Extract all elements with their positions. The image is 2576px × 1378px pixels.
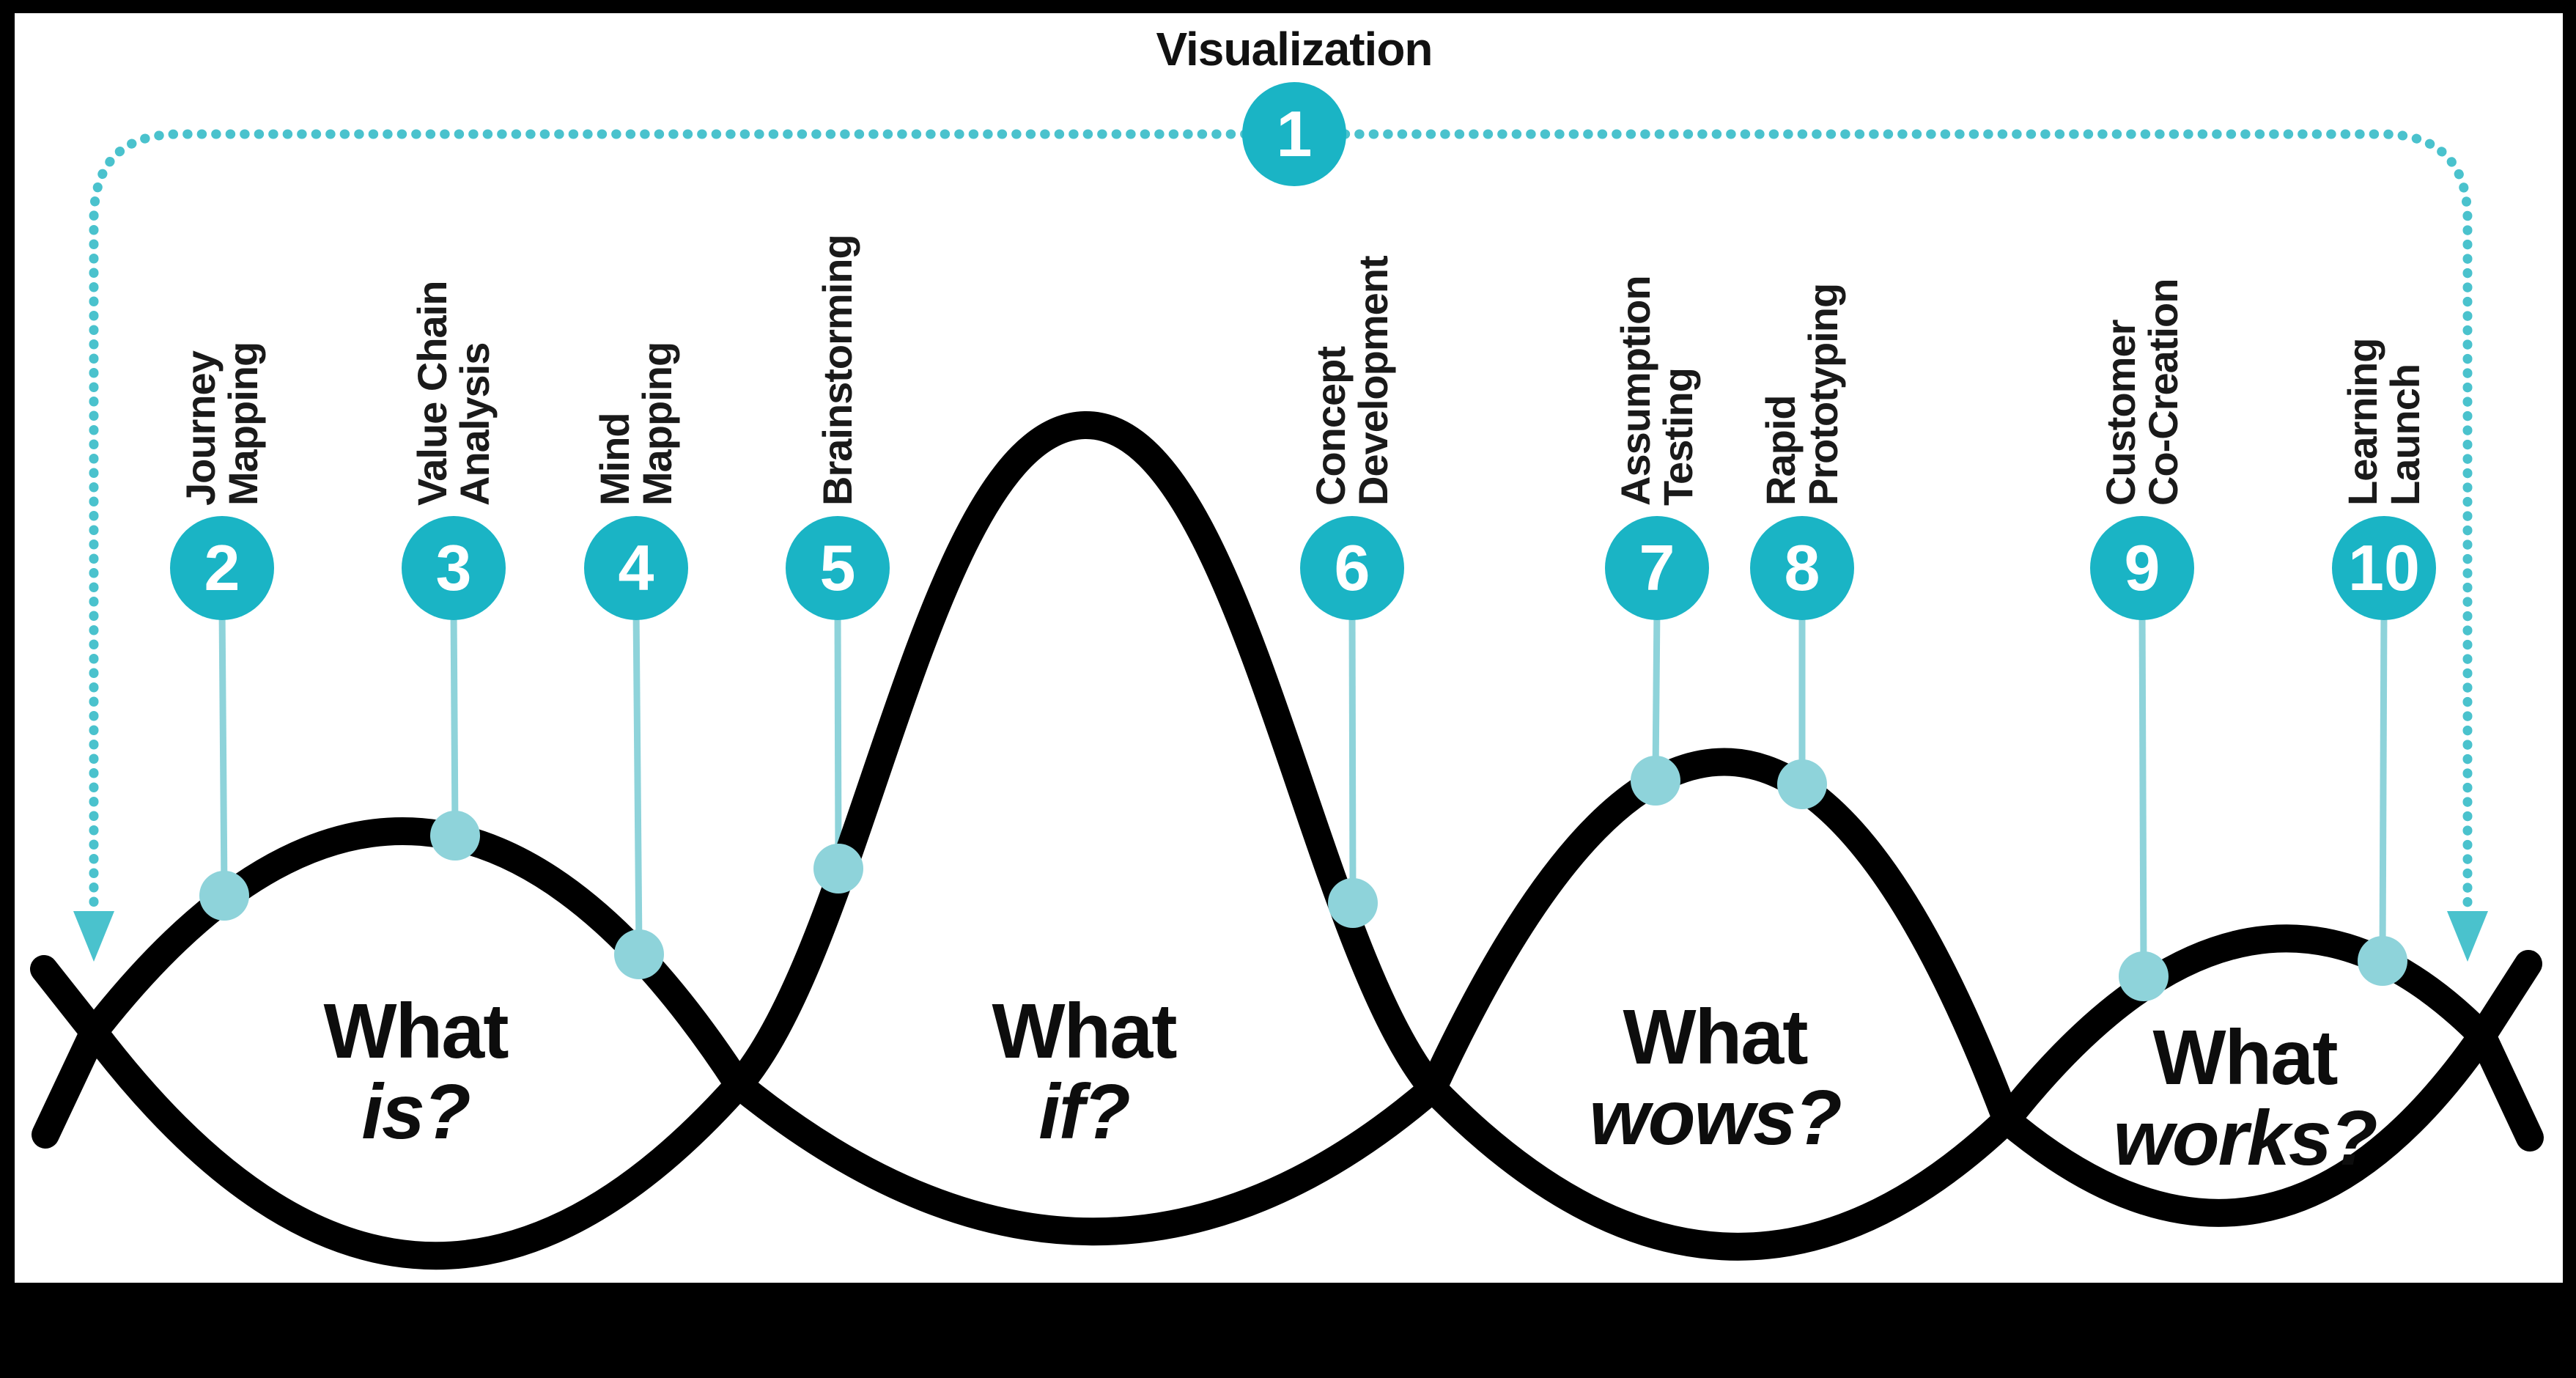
- step-number-2: 2: [204, 531, 240, 604]
- step-number-1: 1: [1276, 97, 1313, 170]
- curve-dot-4: [614, 929, 664, 979]
- step-circle-5: 5: [786, 516, 890, 620]
- step-circle-2: 2: [170, 516, 274, 620]
- visualization-label: Visualization: [1156, 23, 1433, 75]
- frame-bottom: [0, 1283, 2576, 1378]
- step-number-4: 4: [618, 531, 654, 604]
- step-number-7: 7: [1639, 531, 1675, 604]
- step-number-10: 10: [2348, 531, 2420, 604]
- step-circle-8: 8: [1750, 516, 1854, 620]
- connector-10: [2379, 608, 2388, 957]
- step-number-8: 8: [1784, 531, 1820, 604]
- arrowhead-right-icon: [2447, 911, 2488, 962]
- connector-9: [2138, 608, 2147, 972]
- step-circle-10: 10: [2332, 516, 2436, 620]
- step-circle-3: 3: [402, 516, 506, 620]
- step-circle-9: 9: [2090, 516, 2194, 620]
- curve-dot-2: [199, 871, 249, 921]
- curve-dot-7: [1631, 756, 1680, 806]
- step-circle-1: 1: [1242, 82, 1346, 186]
- step-number-3: 3: [435, 531, 472, 604]
- label-mind-mapping: Mind Mapping: [591, 342, 680, 506]
- step-circle-6: 6: [1300, 516, 1404, 620]
- phase-what-works: What works?: [2113, 1014, 2377, 1182]
- curve-dot-8: [1777, 759, 1827, 809]
- label-brainstorming: Brainstorming: [814, 235, 860, 506]
- label-value-chain-analysis: Value Chain Analysis: [409, 281, 498, 506]
- connector-7: [1652, 608, 1661, 776]
- label-customer-co-creation: Customer Co-Creation: [2097, 279, 2186, 506]
- step-number-9: 9: [2124, 531, 2160, 604]
- connector-6: [1348, 608, 1357, 899]
- connector-3: [450, 608, 459, 830]
- arrowhead-left-icon: [73, 911, 114, 962]
- curve-dot-6: [1328, 878, 1378, 928]
- step-circle-7: 7: [1605, 516, 1709, 620]
- curve-dot-5: [813, 844, 863, 894]
- phase-what-wows: What wows?: [1589, 994, 1842, 1161]
- process-curve-b: [30, 410, 2544, 1270]
- step-circle-4: 4: [584, 516, 688, 620]
- curve-dot-10: [2358, 936, 2407, 986]
- label-journey-mapping: Journey Mapping: [177, 342, 266, 506]
- label-concept-development: Concept Development: [1307, 256, 1396, 506]
- connector-4: [632, 608, 643, 949]
- frame-right: [2563, 0, 2576, 1283]
- step-number-6: 6: [1334, 531, 1370, 604]
- label-assumption-testing: Assumption Testing: [1612, 276, 1701, 506]
- curve-dot-3: [430, 811, 480, 861]
- connector-2: [218, 608, 228, 891]
- phase-what-if: What if?: [992, 988, 1177, 1155]
- phase-what-is: What is?: [323, 988, 509, 1155]
- curve-dot-9: [2119, 951, 2169, 1001]
- frame-top: [0, 0, 2576, 13]
- step-number-5: 5: [819, 531, 856, 604]
- label-learning-launch: Learning Launch: [2339, 338, 2428, 506]
- frame-left: [0, 0, 15, 1283]
- label-rapid-prototyping: Rapid Prototyping: [1757, 283, 1846, 506]
